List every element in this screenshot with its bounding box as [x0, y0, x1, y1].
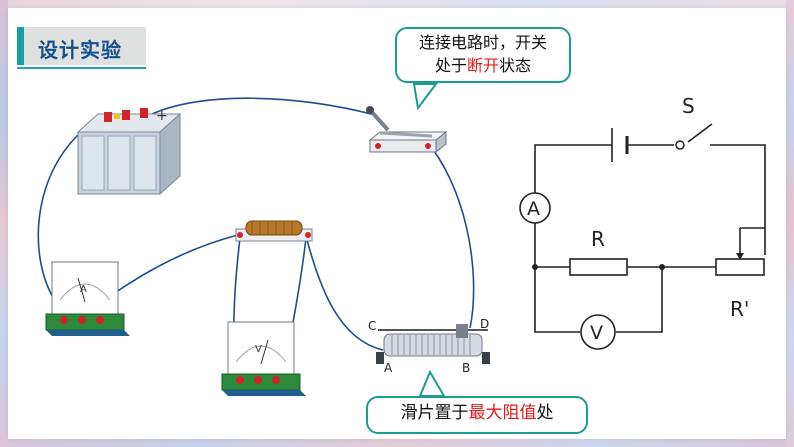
callout-top-tail [412, 83, 438, 111]
schematic-rheostat [715, 258, 765, 276]
title-underline [17, 67, 146, 69]
callout-switch-open: 连接电路时，开关 处于断开状态 [395, 27, 571, 83]
page-title: 设计实验 [38, 38, 122, 62]
schematic-resistor [569, 258, 628, 276]
schematic-voltmeter-label: V [590, 322, 603, 344]
voltmeter: V [221, 321, 306, 396]
callout-switch-suffix: 状态 [499, 56, 532, 75]
rheostat-label-a: A [384, 361, 393, 375]
slide [8, 8, 786, 439]
knife-switch [366, 106, 448, 154]
rheostat: C D A B [368, 317, 490, 375]
title-tab: 设计实验 [17, 27, 146, 65]
schematic-resistor-label: R [591, 227, 605, 251]
schematic-junction-left [532, 264, 538, 270]
battery-plus-label: + [156, 108, 168, 124]
wire-battery-ammeter [37, 117, 101, 306]
callout-bottom-tail [418, 369, 446, 397]
wire-switch-rheostat [431, 147, 475, 329]
schematic-switch-label: S [682, 94, 695, 118]
rheostat-label-d: D [480, 317, 489, 331]
rheostat-label-c: C [368, 319, 376, 333]
callout-switch-highlight: 断开 [466, 56, 499, 75]
decor-band-left [0, 0, 8, 447]
callout-slider-highlight: 最大阻值 [468, 403, 537, 423]
callout-switch-line1: 连接电路时，开关 [418, 33, 547, 52]
callout-slider-prefix: 滑片置于 [400, 403, 469, 423]
fixed-resistor [235, 220, 313, 242]
schematic-junction-right [659, 264, 665, 270]
decor-band-right [786, 0, 794, 447]
wire-battery-switch [147, 97, 376, 117]
decor-band-bottom [0, 439, 794, 447]
apparatus-wires [37, 97, 475, 379]
callout-slider-max: 滑片置于最大阻值处 [366, 396, 588, 434]
ammeter-face-label: A [80, 284, 87, 295]
schematic-ammeter-label: A [527, 198, 540, 220]
voltmeter-face-label: V [255, 344, 262, 355]
battery: + [76, 108, 182, 196]
rheostat-label-b: B [462, 361, 470, 375]
schematic-rheostat-label: R' [730, 297, 749, 321]
schematic-ammeter [519, 192, 551, 224]
callout-switch-line2: 处于断开状态 [397, 54, 569, 77]
ammeter: A [45, 261, 130, 336]
callout-switch-prefix: 处于 [434, 56, 467, 75]
callout-slider-suffix: 处 [536, 403, 554, 423]
schematic-rheostat-arrow [736, 253, 744, 260]
schematic-voltmeter [580, 314, 616, 350]
wire-resistor-rheostat [305, 235, 384, 351]
schematic-switch-contact [675, 140, 685, 150]
decor-band-top [0, 0, 794, 8]
schematic-wires [534, 123, 766, 333]
